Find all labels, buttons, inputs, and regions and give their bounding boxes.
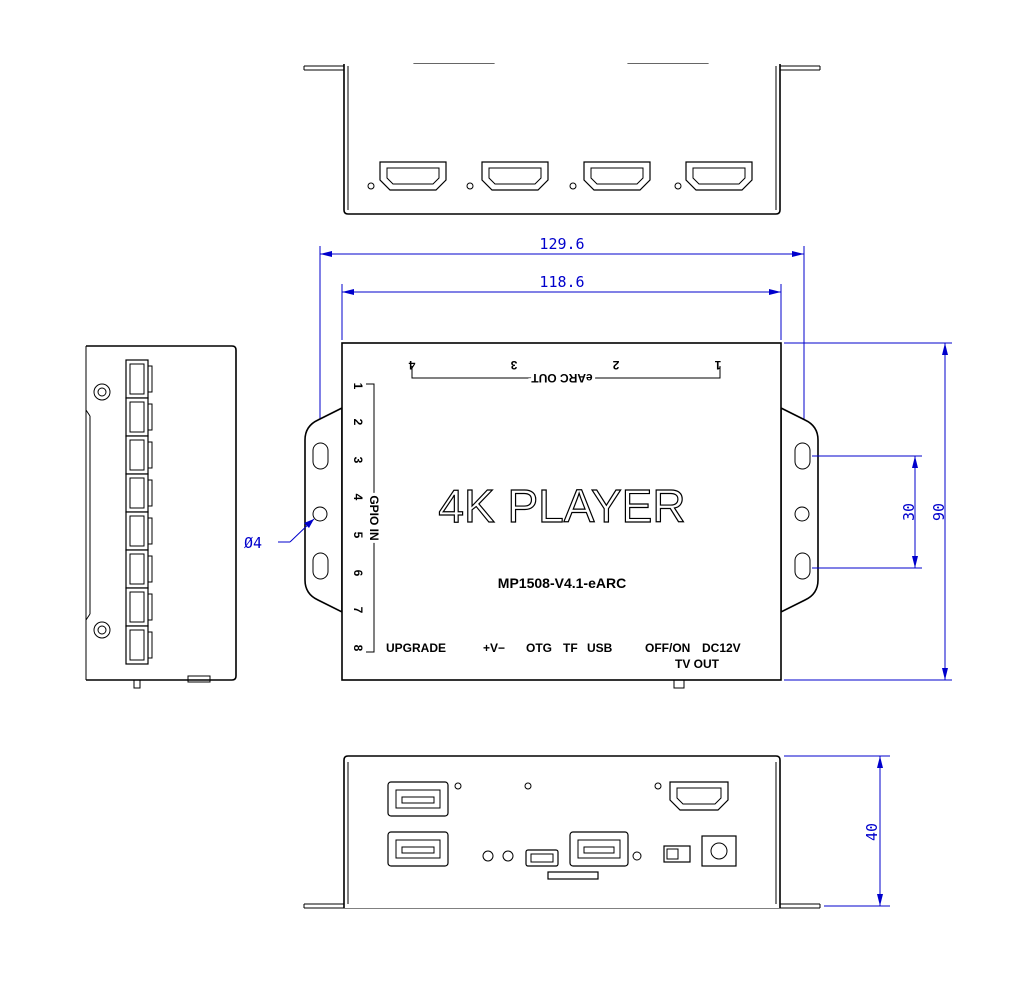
height-dimensions: 90 30 [784, 342, 952, 681]
right-mounting-flange [780, 406, 819, 614]
gpio-pin-3-label: 3 [351, 457, 365, 464]
hdmi-port-1 [367, 161, 447, 191]
outer-width-label: 129.6 [539, 235, 584, 253]
upgrade-label: UPGRADE [386, 641, 446, 655]
left-mounting-flange [304, 406, 343, 614]
otg-label: OTG [526, 641, 552, 655]
left-side-view [85, 345, 237, 689]
gpio-connector-3 [125, 435, 153, 475]
earc-port-4-label: 4 [408, 358, 415, 372]
front-view: 40 [303, 755, 890, 909]
hole-diameter-label: Ø4 [244, 534, 262, 552]
earc-port-3-label: 3 [510, 358, 517, 372]
earc-port-1-label: 1 [714, 358, 721, 372]
hdmi-port-2 [466, 161, 549, 191]
gpio-connector-5 [125, 511, 153, 551]
mount-hole-left [312, 506, 328, 522]
gpio-connector-4 [125, 473, 153, 513]
led-hole [524, 782, 532, 790]
tf-slot [547, 871, 599, 880]
width-dimensions: 129.6 118.6 [319, 235, 805, 430]
tv-out-label: TV OUT [675, 657, 720, 671]
slot-hole-right-bottom [794, 552, 811, 580]
gpio-in-label: GPIO IN [367, 495, 381, 540]
gpio-connector-1 [125, 359, 153, 399]
gpio-pin-6-label: 6 [351, 570, 365, 577]
gpio-pin-1-label: 1 [351, 383, 365, 390]
gpio-connector-7 [125, 587, 153, 627]
slot-hole-right-top [794, 442, 811, 470]
gpio-connector-2 [125, 397, 153, 437]
gpio-pin-4-label: 4 [351, 494, 365, 501]
earc-out-group: eARC OUT 4 3 2 1 [408, 358, 721, 388]
slot-hole-left-bottom [312, 552, 329, 580]
power-led-minus [502, 850, 514, 862]
otg-port [525, 849, 559, 867]
top-view [303, 63, 821, 215]
main-view: eARC OUT 4 3 2 1 GPIO IN 1 2 3 4 5 6 7 8… [244, 342, 819, 689]
depth-label: 40 [863, 823, 881, 841]
side-screw-bottom [93, 621, 111, 639]
switch-label: OFF/ON [645, 641, 690, 655]
earc-out-label: eARC OUT [531, 371, 593, 385]
tf-label: TF [563, 641, 578, 655]
height-total-label: 90 [930, 503, 948, 521]
enclosure-top [341, 342, 782, 681]
dc-jack [701, 835, 737, 867]
usb-port-otg-side [569, 831, 642, 867]
device-title: 4K PLAYER [438, 480, 685, 532]
gpio-connector-8 [125, 625, 153, 665]
gpio-pin-8-label: 8 [351, 645, 365, 652]
power-label: +V− [483, 641, 505, 655]
hdmi-tv-out-port [654, 781, 729, 811]
hole-spacing-label: 30 [900, 503, 918, 521]
inner-width-label: 118.6 [539, 273, 584, 291]
usb-port-top [387, 781, 462, 817]
earc-port-2-label: 2 [612, 358, 619, 372]
side-screw-top [93, 383, 111, 401]
gpio-pin-2-label: 2 [351, 419, 365, 426]
power-led-plus [482, 850, 494, 862]
usb-label: USB [587, 641, 613, 655]
power-switch [663, 845, 691, 863]
bottom-stub [673, 679, 685, 689]
gpio-connector-6 [125, 549, 153, 589]
gpio-pin-7-label: 7 [351, 607, 365, 614]
dc-label: DC12V [702, 641, 741, 655]
hdmi-port-3 [569, 161, 651, 191]
gpio-pin-5-label: 5 [351, 532, 365, 539]
hdmi-port-4 [674, 161, 753, 191]
usb-port-bottom [387, 831, 449, 867]
gpio-in-group: GPIO IN 1 2 3 4 5 6 7 8 [351, 383, 384, 653]
mount-hole-right [794, 506, 810, 522]
hole-diameter-callout: Ø4 [244, 518, 315, 552]
device-model: MP1508-V4.1-eARC [498, 575, 626, 591]
slot-hole-left-top [312, 442, 329, 470]
